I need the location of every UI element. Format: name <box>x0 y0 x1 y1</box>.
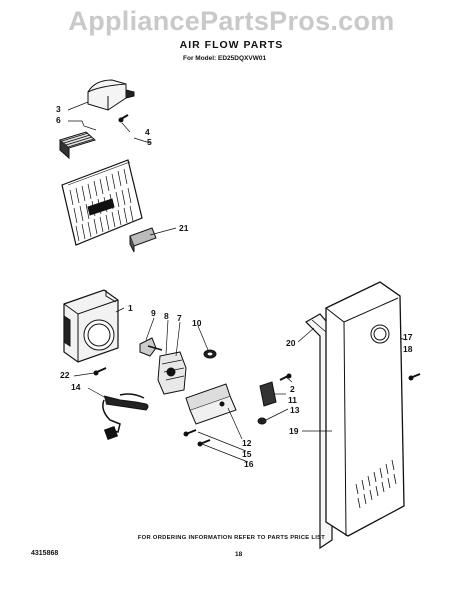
page-number: 18 <box>235 551 243 558</box>
callout-15: 15 <box>242 449 252 459</box>
callout-1: 1 <box>128 303 133 313</box>
callout-12: 12 <box>242 438 252 448</box>
fan-motor-part <box>157 351 187 395</box>
screw-part-22 <box>93 367 107 376</box>
callout-19: 19 <box>289 426 299 436</box>
callout-13: 13 <box>290 405 300 415</box>
leader-lines <box>67 101 407 463</box>
model-line: For Model: ED25DQXVW01 <box>183 55 267 62</box>
callout-20: 20 <box>286 338 296 348</box>
wire-harness-part <box>102 393 149 441</box>
site-watermark: AppliancePartsPros.com <box>68 6 395 36</box>
callout-6: 6 <box>56 115 61 125</box>
mounting-bracket-part-12 <box>185 383 237 425</box>
callout-7: 7 <box>177 313 182 323</box>
page-title: AIR FLOW PARTS <box>179 39 284 51</box>
callout-5: 5 <box>147 137 152 147</box>
bracket-part-21 <box>129 227 157 253</box>
callout-11: 11 <box>288 395 297 405</box>
callout-10: 10 <box>192 318 202 328</box>
fan-blade-part <box>139 337 163 357</box>
screw-part-4 <box>118 114 129 123</box>
screw-part-2 <box>279 373 292 381</box>
switch-part-11 <box>259 381 277 407</box>
callout-9: 9 <box>151 308 156 318</box>
callout-8: 8 <box>164 311 169 321</box>
callout-3: 3 <box>56 104 61 114</box>
callout-16: 16 <box>244 459 254 469</box>
screw-part-18 <box>408 373 421 381</box>
callout-17: 17 <box>403 332 413 342</box>
ordering-note: FOR ORDERING INFORMATION REFER TO PARTS … <box>137 535 326 541</box>
callout-18: 18 <box>403 344 413 354</box>
grommet-part-13 <box>257 417 267 425</box>
grommet-part-10 <box>203 349 217 359</box>
evaporator-cover-part <box>61 159 143 246</box>
rear-panel-part <box>325 281 405 537</box>
callout-4: 4 <box>145 127 150 137</box>
callout-21: 21 <box>179 223 189 233</box>
document-number: 4315868 <box>31 550 59 557</box>
duct-cap-part <box>87 79 135 111</box>
grille-part <box>59 131 96 160</box>
callout-2: 2 <box>290 384 295 394</box>
screw-part-15 <box>183 429 197 437</box>
callout-22: 22 <box>60 370 70 380</box>
fan-shroud-part <box>63 289 119 363</box>
callout-14: 14 <box>71 382 81 392</box>
